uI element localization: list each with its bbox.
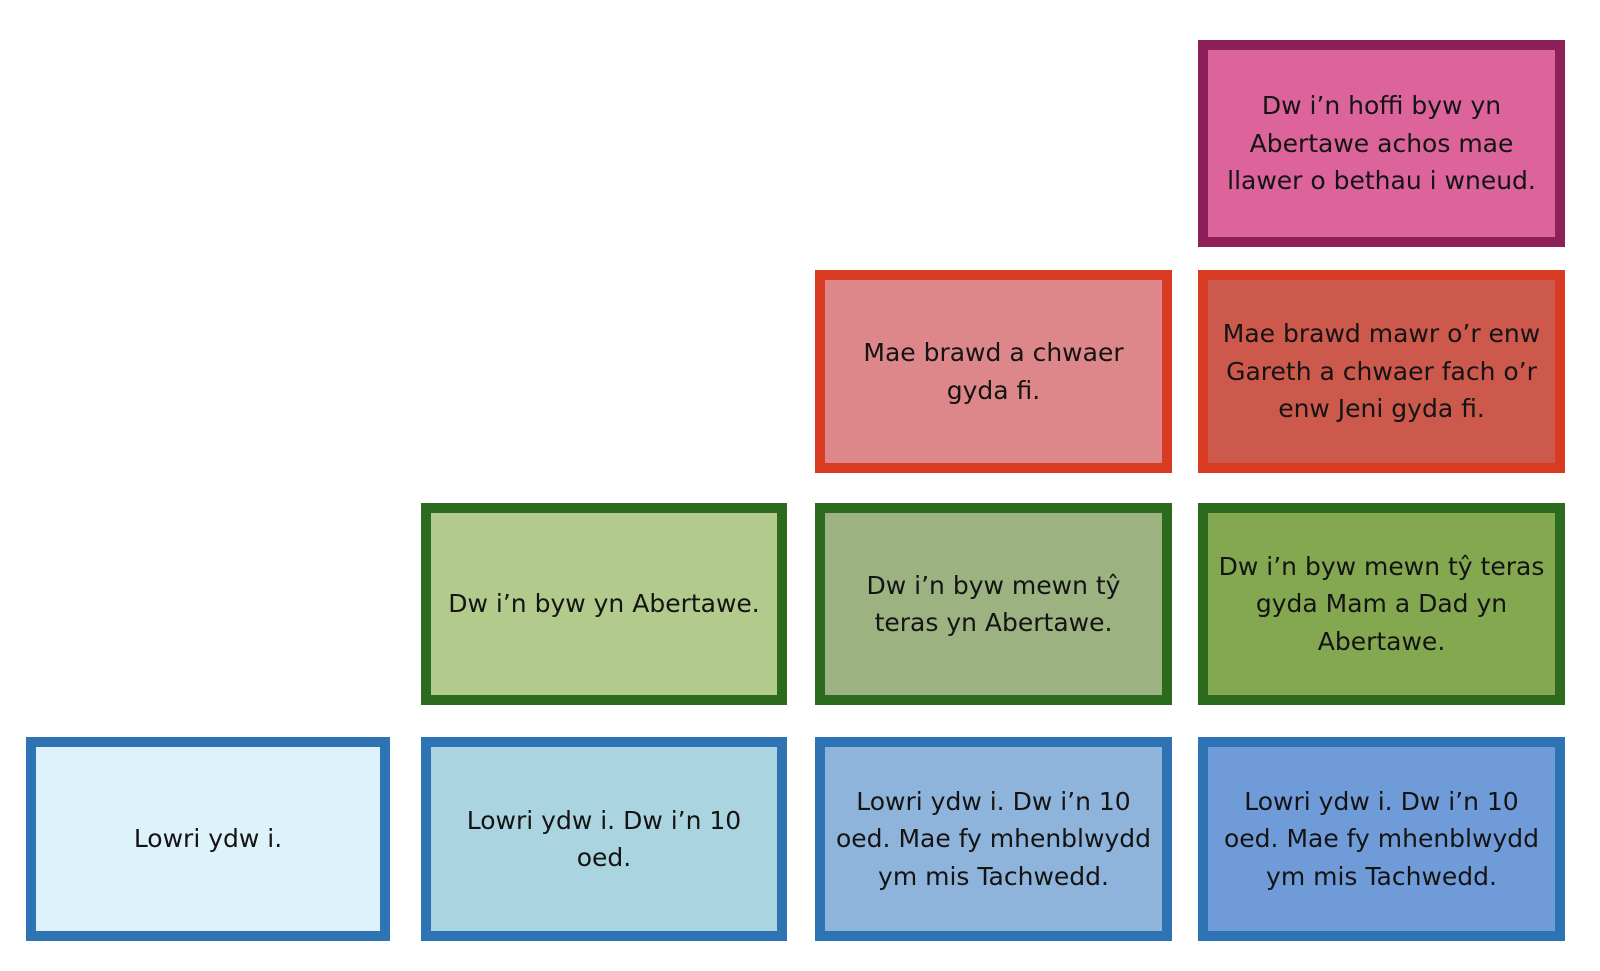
sentence-card-home-short: Dw i’n byw yn Abertawe. xyxy=(421,503,787,705)
sentence-text: Lowri ydw i. Dw i’n 10 oed. Mae fy mhenb… xyxy=(1224,786,1539,891)
sentence-card-family-short: Mae brawd a chwaer gyda fi. xyxy=(815,270,1172,473)
sentence-text: Mae brawd mawr o’r enw Gareth a chwaer f… xyxy=(1222,319,1541,424)
sentence-card-home-medium: Dw i’n byw mewn tŷ teras yn Abertawe. xyxy=(815,503,1172,705)
sentence-card-identity-extended-repeat: Lowri ydw i. Dw i’n 10 oed. Mae fy mhenb… xyxy=(1198,737,1565,941)
sentence-text: Dw i’n byw mewn tŷ teras gyda Mam a Dad … xyxy=(1218,551,1545,656)
sentence-text: Mae brawd a chwaer gyda fi. xyxy=(863,338,1124,405)
sentence-card-home-extended: Dw i’n byw mewn tŷ teras gyda Mam a Dad … xyxy=(1198,503,1565,705)
sentence-text: Lowri ydw i. Dw i’n 10 oed. xyxy=(466,805,742,873)
sentence-card-opinion: Dw i’n hoffi byw yn Abertawe achos mae l… xyxy=(1198,40,1565,247)
sentence-card-identity-medium: Lowri ydw i. Dw i’n 10 oed. xyxy=(421,737,787,941)
sentence-card-identity-short: Lowri ydw i. xyxy=(26,737,390,941)
sentence-text: Lowri ydw i. xyxy=(133,824,283,854)
sentence-text: Dw i’n byw yn Abertawe. xyxy=(448,589,760,619)
sentence-card-identity-extended: Lowri ydw i. Dw i’n 10 oed. Mae fy mhenb… xyxy=(815,737,1172,941)
sentence-text: Lowri ydw i. Dw i’n 10 oed. Mae fy mhenb… xyxy=(836,786,1151,891)
sentence-text: Dw i’n hoffi byw yn Abertawe achos mae l… xyxy=(1227,91,1536,196)
sentence-text: Dw i’n byw mewn tŷ teras yn Abertawe. xyxy=(866,570,1121,638)
sentence-card-family-extended: Mae brawd mawr o’r enw Gareth a chwaer f… xyxy=(1198,270,1565,473)
